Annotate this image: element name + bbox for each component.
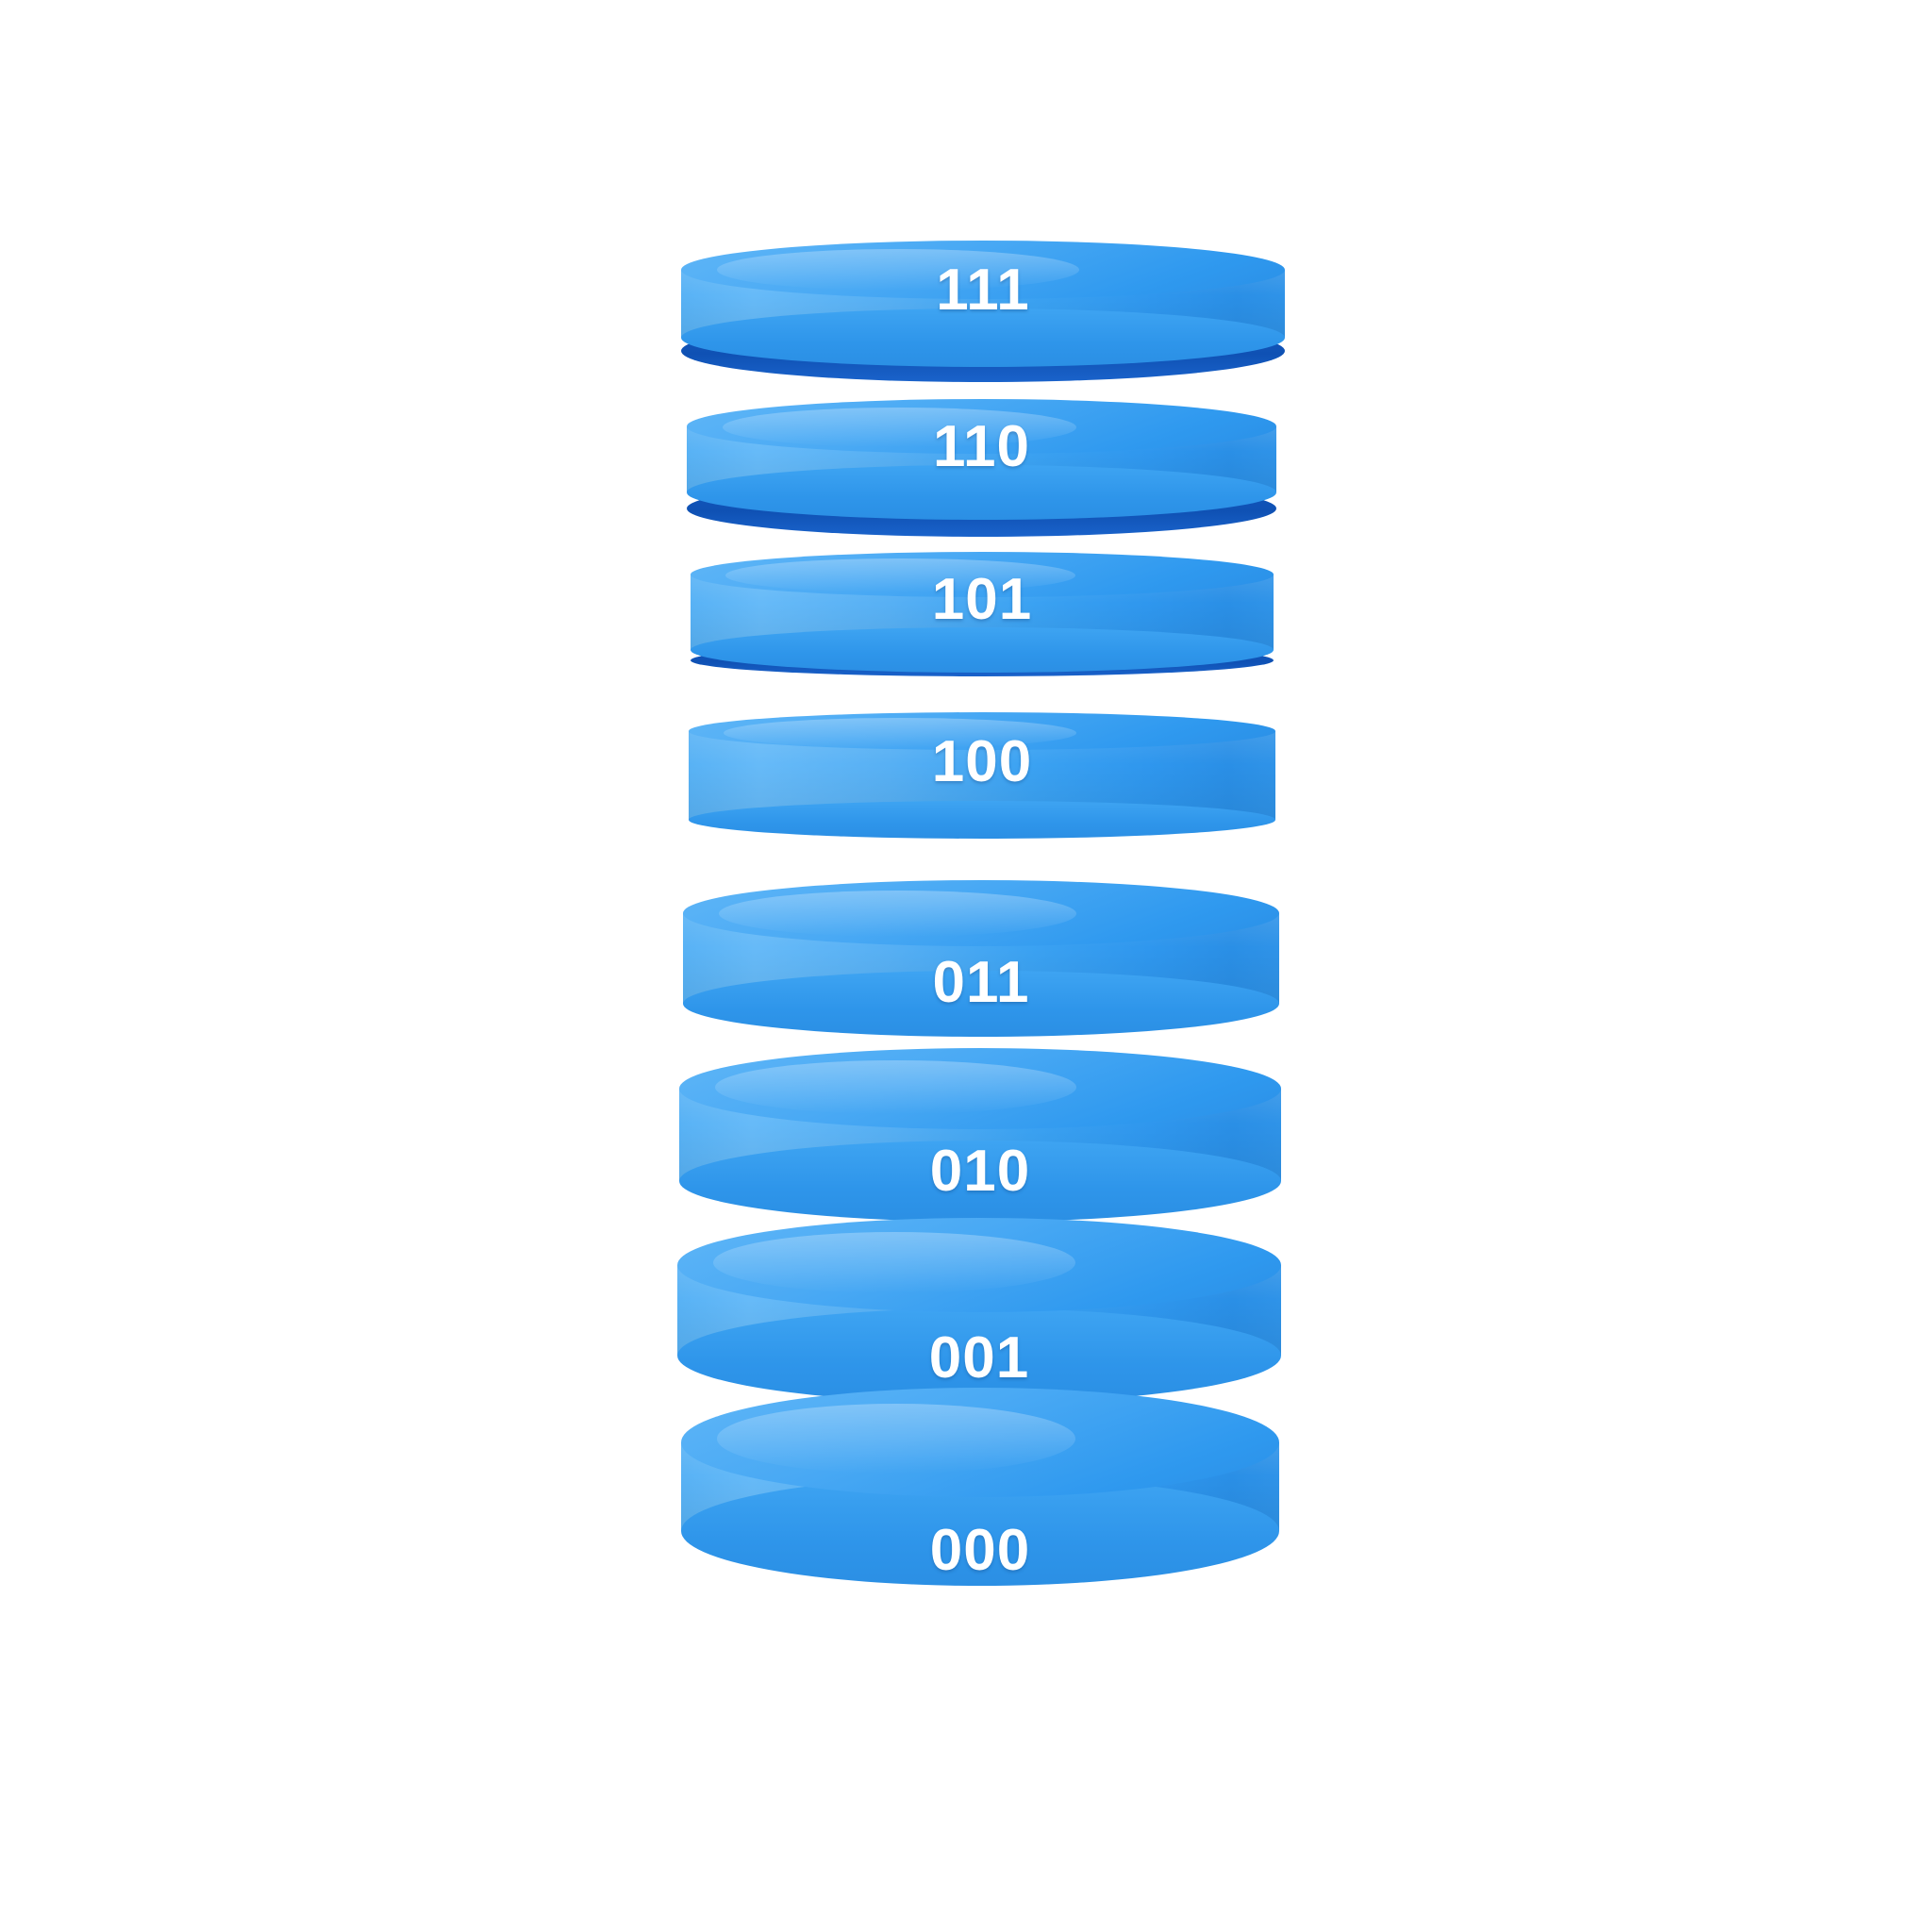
disc-111[interactable]: 111	[681, 241, 1285, 382]
disc-bottom-edge	[683, 971, 1279, 1037]
disc-top-face	[691, 552, 1274, 597]
disc-101[interactable]: 101	[691, 552, 1274, 676]
disc-bottom-edge	[681, 308, 1285, 367]
disc-bottom-edge	[677, 1308, 1281, 1403]
disc-110[interactable]: 110	[687, 399, 1276, 539]
disc-top-face	[689, 712, 1275, 750]
disc-011[interactable]: 011	[683, 880, 1279, 1042]
disc-bottom-edge	[689, 801, 1275, 839]
disc-label: 101	[931, 567, 1033, 632]
disc-top-face	[677, 1218, 1281, 1312]
disc-bottom-edge	[679, 1141, 1281, 1222]
disc-000[interactable]: 000	[681, 1388, 1279, 1590]
disc-label: 001	[928, 1325, 1030, 1391]
disc-100[interactable]: 100	[689, 712, 1275, 844]
disc-top-face	[681, 241, 1285, 299]
disc-label: 110	[932, 414, 1031, 479]
disc-bottom-edge	[687, 465, 1276, 520]
disc-label: 011	[932, 950, 1030, 1015]
disc-label: 100	[931, 729, 1033, 794]
disc-top-face	[681, 1388, 1279, 1497]
disc-bottom-edge	[691, 627, 1274, 673]
disc-010[interactable]: 010	[679, 1048, 1281, 1227]
disc-stack: 000 001 010 011 100 101 110 111	[677, 241, 1285, 1712]
disc-001[interactable]: 001	[677, 1218, 1281, 1407]
disc-label: 111	[936, 258, 1030, 323]
disc-top-face	[679, 1048, 1281, 1129]
disc-top-face	[687, 399, 1276, 454]
disc-label: 000	[929, 1518, 1031, 1583]
disc-top-face	[683, 880, 1279, 946]
disc-label: 010	[929, 1139, 1031, 1204]
